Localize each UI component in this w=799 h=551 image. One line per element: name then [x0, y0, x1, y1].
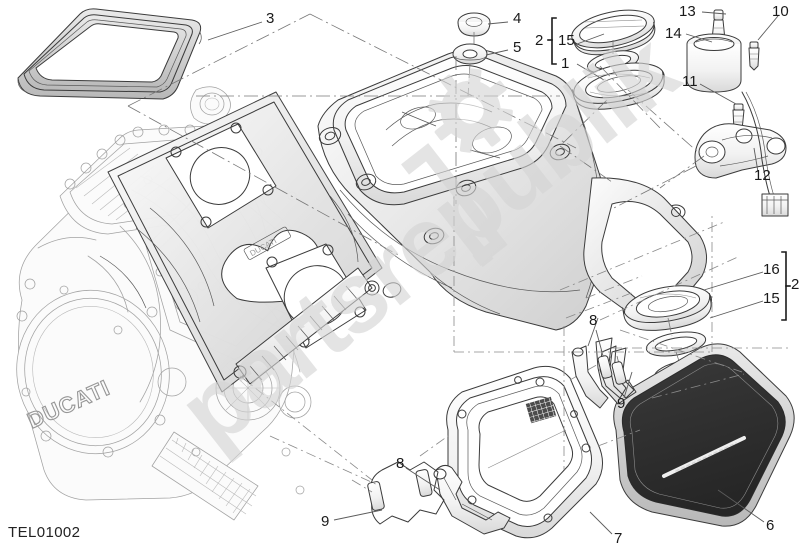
- sensor-harness: [741, 91, 789, 217]
- leader-lines: [207, 11, 779, 535]
- callout-4: 4: [513, 10, 522, 27]
- callout-8-bottom: 8: [396, 455, 405, 472]
- callout-15-right: 15: [763, 290, 780, 307]
- airbox-mesh-patch: [525, 396, 557, 424]
- part-intake-trumpet-lower: [571, 62, 665, 110]
- callout-3: 3: [266, 10, 275, 27]
- part-rubber-mount-bottom: [367, 461, 445, 525]
- part-screw-10: [748, 41, 760, 71]
- throttle-body-assembly: DUCATI: [99, 91, 383, 393]
- callout-2-top: 2: [535, 32, 544, 49]
- callout-7: 7: [614, 530, 623, 547]
- callout-14: 14: [665, 25, 682, 42]
- part-washer: [452, 43, 488, 65]
- group-bracket-right: [781, 251, 791, 321]
- callout-6: 6: [766, 517, 775, 534]
- part-airbox-cover-seal: [17, 8, 202, 100]
- part-throttle-body-support: [694, 123, 787, 179]
- part-intake-trumpet-upper: [571, 9, 656, 56]
- callout-9-right: 9: [617, 395, 626, 412]
- group-bracket-top: [547, 17, 557, 65]
- part-rubber-mount-right: [597, 345, 627, 399]
- callout-9-bottom: 9: [321, 513, 330, 530]
- callout-12: 12: [754, 167, 771, 184]
- callout-11: 11: [682, 73, 698, 90]
- part-o-ring-16: [645, 331, 707, 357]
- callout-16: 16: [763, 261, 780, 278]
- part-rubber-grommet: [457, 12, 491, 37]
- part-intake-trumpet-lower-right: [622, 285, 712, 331]
- callout-5: 5: [513, 39, 522, 56]
- callout-10: 10: [772, 3, 789, 20]
- callout-1: 1: [561, 55, 570, 72]
- oil-cooler: [151, 431, 259, 521]
- callout-15-top: 15: [558, 32, 575, 49]
- callout-2-right: 2: [791, 276, 799, 293]
- part-number-label: TEL01002: [8, 524, 81, 541]
- callout-8-right: 8: [589, 312, 598, 329]
- part-bracket-bottom: [433, 464, 511, 535]
- callout-13: 13: [679, 3, 696, 20]
- part-air-filter-element: [613, 343, 795, 527]
- part-airbox-lower-housing: [446, 365, 603, 539]
